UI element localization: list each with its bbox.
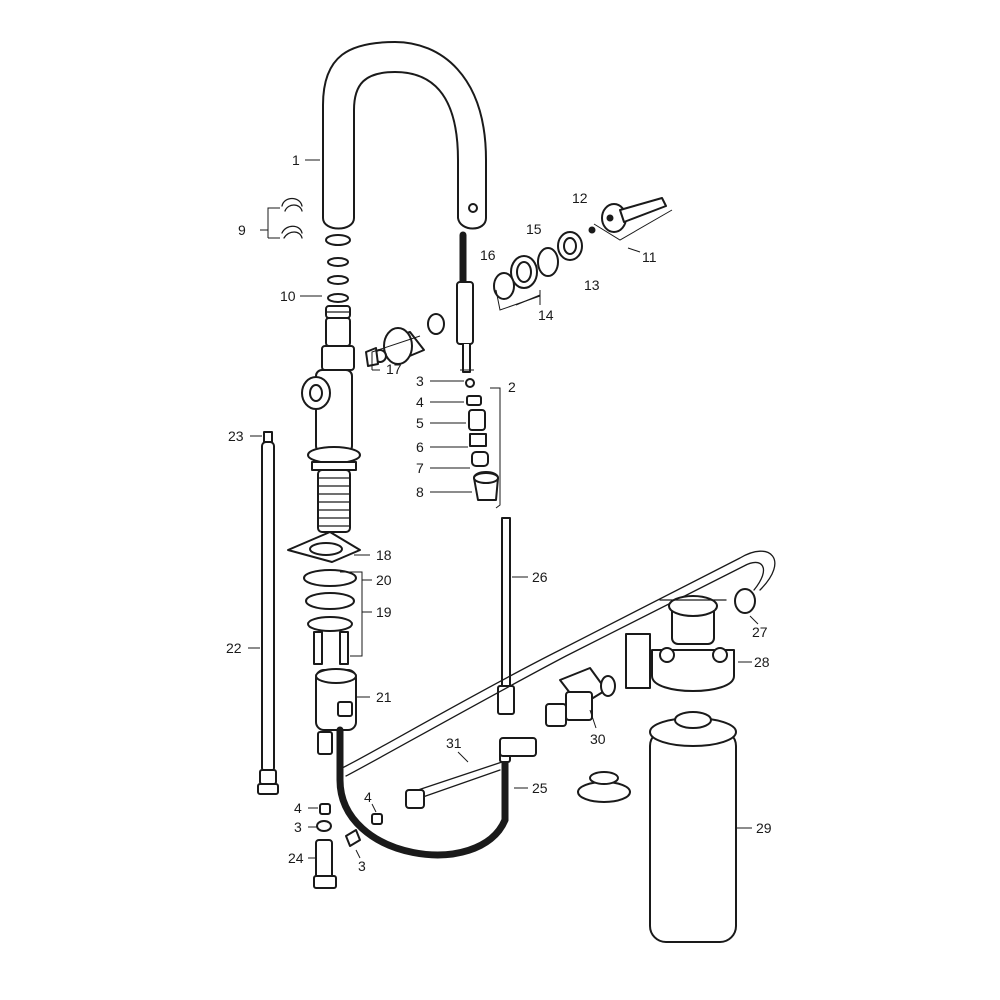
callout-4-spray: 4: [416, 394, 424, 410]
callout-20: 20: [376, 572, 392, 588]
spout-part-1: [322, 41, 487, 230]
callout-14: 14: [538, 307, 554, 323]
faucet-body: [301, 317, 361, 471]
callout-19: 19: [376, 604, 392, 620]
callout-11: 11: [642, 249, 657, 265]
callout-5: 5: [416, 415, 424, 431]
filter-cartridge-part-29: [649, 711, 737, 943]
cartridge-part-17: [365, 313, 445, 367]
screw-part-12: [588, 226, 596, 234]
connector-tube-part-26: [497, 517, 515, 715]
callout-3-spray: 3: [416, 373, 424, 389]
filter-head-part-28: [625, 595, 735, 692]
callout-labels: 1 2 3 4 5 6 7 8 9 10 11 12 13 14 15 16 1…: [226, 152, 772, 874]
threaded-shank: [317, 469, 351, 533]
callout-27: 27: [752, 624, 768, 640]
mounting-bracket-part-18: [287, 531, 361, 563]
mounting-washers-part-19-20: [303, 569, 357, 665]
filter-cup: [577, 771, 631, 803]
water-tube: [341, 550, 776, 777]
callout-25: 25: [532, 780, 548, 796]
nut-part-27: [734, 588, 756, 614]
callout-22: 22: [226, 640, 242, 656]
callout-3-supply: 3: [294, 819, 302, 835]
callout-17: 17: [386, 361, 402, 377]
callout-18: 18: [376, 547, 392, 563]
callout-4-side: 4: [364, 789, 372, 805]
callout-30: 30: [590, 731, 606, 747]
callout-8: 8: [416, 484, 424, 500]
spray-guide-part-2: [456, 281, 499, 501]
callout-3-side: 3: [358, 858, 366, 874]
callout-6: 6: [416, 439, 424, 455]
callout-23: 23: [228, 428, 244, 444]
supply-fittings: [313, 803, 383, 889]
nut-part-13: [557, 231, 583, 261]
callout-16: 16: [480, 247, 496, 263]
callout-4-supply: 4: [294, 800, 302, 816]
callout-1: 1: [292, 152, 300, 168]
callout-15: 15: [526, 221, 542, 237]
supply-hose-part-22: [257, 431, 279, 795]
ring-stack-part-10: [325, 234, 351, 319]
callout-29: 29: [756, 820, 772, 836]
callout-12: 12: [572, 190, 588, 206]
mounting-nut-part-21: [315, 668, 357, 755]
escutcheon-clips-part-9: [281, 197, 303, 239]
handle-lever-part-11: [601, 197, 667, 233]
callout-24: 24: [288, 850, 304, 866]
callout-9: 9: [238, 222, 246, 238]
diverter-valve-part-30: [545, 667, 616, 727]
callout-7: 7: [416, 460, 424, 476]
callout-2: 2: [508, 379, 516, 395]
o-ring-part-16: [493, 272, 515, 300]
filter-hose-part-31: [405, 737, 537, 809]
callout-leaders: [248, 159, 759, 859]
callout-21: 21: [376, 689, 392, 705]
callout-13: 13: [584, 277, 600, 293]
seal-ring-part-15: [537, 247, 559, 277]
callout-31: 31: [446, 735, 462, 751]
callout-26: 26: [532, 569, 548, 585]
sleeve-part-14: [510, 255, 538, 289]
callout-10: 10: [280, 288, 296, 304]
callout-28: 28: [754, 654, 770, 670]
